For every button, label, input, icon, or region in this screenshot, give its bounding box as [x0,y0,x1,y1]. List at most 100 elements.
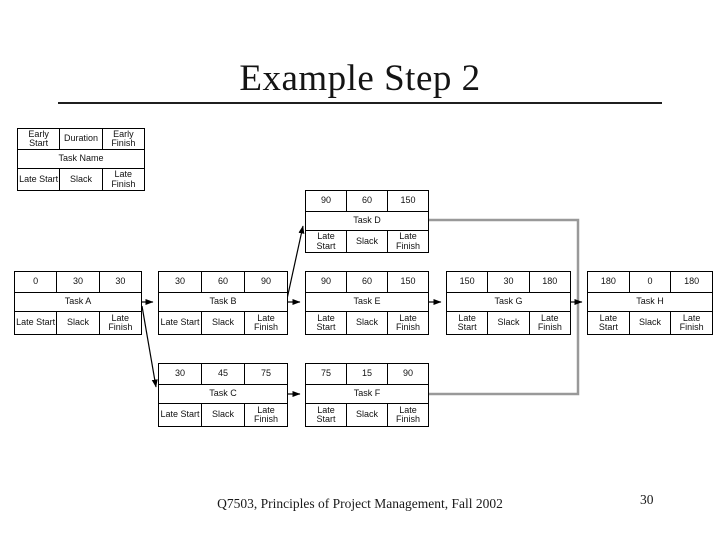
late-finish-label: Late Finish [98,312,141,334]
late-finish-label: Late Finish [670,312,712,334]
slack-label: Slack [201,312,244,334]
late-start-label: Late Start [457,312,477,332]
name-row: Task G [447,293,570,311]
title-underline [58,102,662,104]
late-finish-label: Late Finish [387,312,428,334]
name-row: Task H [588,293,712,311]
duration-value: 30 [56,272,98,292]
early-row: 150 30 180 [447,272,570,293]
early-row: 30 60 90 [159,272,287,293]
late-row: Late Start Slack Late Finish [588,311,712,334]
duration-value: 60 [346,191,387,211]
early-start-value: 30 [174,276,185,287]
task-box-c: 30 45 75 Task C Late Start Slack Late Fi… [158,363,288,427]
early-row: 90 60 150 [306,191,428,212]
task-name: Task B [209,297,237,307]
legend-late-finish: Late Finish [101,169,144,190]
legend-task-name: Task Name [58,154,104,164]
task-box-f: 75 15 90 Task F Late Start Slack Late Fi… [305,363,429,427]
page-number: 30 [640,492,654,507]
task-name: Task F [353,389,381,399]
legend-late-row: Late Start Slack Late Finish [18,168,144,190]
name-row: Task D [306,212,428,230]
early-start-value: 0 [33,276,39,287]
name-row: Task F [306,385,428,403]
legend-box: Early Start Duration Early Finish Task N… [17,128,145,191]
early-row: 0 30 30 [15,272,141,293]
early-finish-value: 90 [387,364,428,384]
late-finish-label: Late Finish [387,231,428,252]
early-row: 30 45 75 [159,364,287,385]
task-name: Task D [353,216,381,226]
legend-early-start: Early Start [28,129,49,148]
duration-value: 0 [628,272,671,292]
legend-early-finish: Early Finish [101,129,144,149]
duration-value: 30 [487,272,528,292]
late-finish-label: Late Finish [244,404,287,426]
late-finish-label: Late Finish [387,404,428,426]
late-row: Late Start Slack Late Finish [159,311,287,334]
late-start-label: Late Start [316,404,336,424]
duration-value: 60 [201,272,244,292]
late-start-label: Late Start [16,317,56,328]
task-box-g: 150 30 180 Task G Late Start Slack Late … [446,271,571,335]
early-start-value: 150 [459,276,475,287]
late-finish-label: Late Finish [244,312,287,334]
early-finish-value: 30 [98,272,141,292]
early-finish-value: 150 [387,272,428,292]
slack-label: Slack [628,312,671,334]
task-name: Task H [636,297,664,307]
early-finish-value: 180 [670,272,712,292]
task-name: Task A [64,297,92,307]
task-box-e: 90 60 150 Task E Late Start Slack Late F… [305,271,429,335]
late-start-label: Late Start [316,312,336,332]
early-row: 75 15 90 [306,364,428,385]
duration-value: 60 [346,272,387,292]
legend-early-row: Early Start Duration Early Finish [18,129,144,150]
task-name: Task E [353,297,381,307]
late-start-label: Late Start [160,317,200,328]
task-name: Task C [209,389,237,399]
name-row: Task A [15,293,141,311]
slack-label: Slack [487,312,528,334]
early-finish-value: 90 [244,272,287,292]
slack-label: Slack [346,312,387,334]
connector-b-to-d [286,225,305,300]
slack-label: Slack [56,312,98,334]
legend-duration: Duration [59,129,101,149]
late-row: Late Start Slack Late Finish [159,403,287,426]
late-row: Late Start Slack Late Finish [306,230,428,252]
name-row: Task C [159,385,287,403]
task-name: Task G [494,297,523,307]
early-start-value: 180 [600,276,616,287]
early-start-value: 75 [320,368,331,379]
slack-label: Slack [201,404,244,426]
task-box-b: 30 60 90 Task B Late Start Slack Late Fi… [158,271,288,335]
connector-a-to-c [141,305,158,388]
task-box-h: 180 0 180 Task H Late Start Slack Late F… [587,271,713,335]
name-row: Task E [306,293,428,311]
legend-slack: Slack [59,169,101,190]
legend-name-row: Task Name [18,150,144,168]
legend-late-start: Late Start [19,173,59,184]
early-row: 90 60 150 [306,272,428,293]
late-row: Late Start Slack Late Finish [447,311,570,334]
task-box-a: 0 30 30 Task A Late Start Slack Late Fin… [14,271,142,335]
early-finish-value: 75 [244,364,287,384]
late-finish-label: Late Finish [528,312,570,334]
early-finish-value: 150 [387,191,428,211]
name-row: Task B [159,293,287,311]
early-finish-value: 180 [528,272,570,292]
duration-value: 45 [201,364,244,384]
duration-value: 15 [346,364,387,384]
late-row: Late Start Slack Late Finish [306,311,428,334]
late-start-label: Late Start [316,231,336,251]
late-start-label: Late Start [598,312,618,332]
late-row: Late Start Slack Late Finish [15,311,141,334]
slack-label: Slack [346,404,387,426]
task-box-d: 90 60 150 Task D Late Start Slack Late F… [305,190,429,253]
slack-label: Slack [346,231,387,252]
footer-text: Q7503, Principles of Project Management,… [217,496,503,511]
slide-title: Example Step 2 [239,58,481,99]
